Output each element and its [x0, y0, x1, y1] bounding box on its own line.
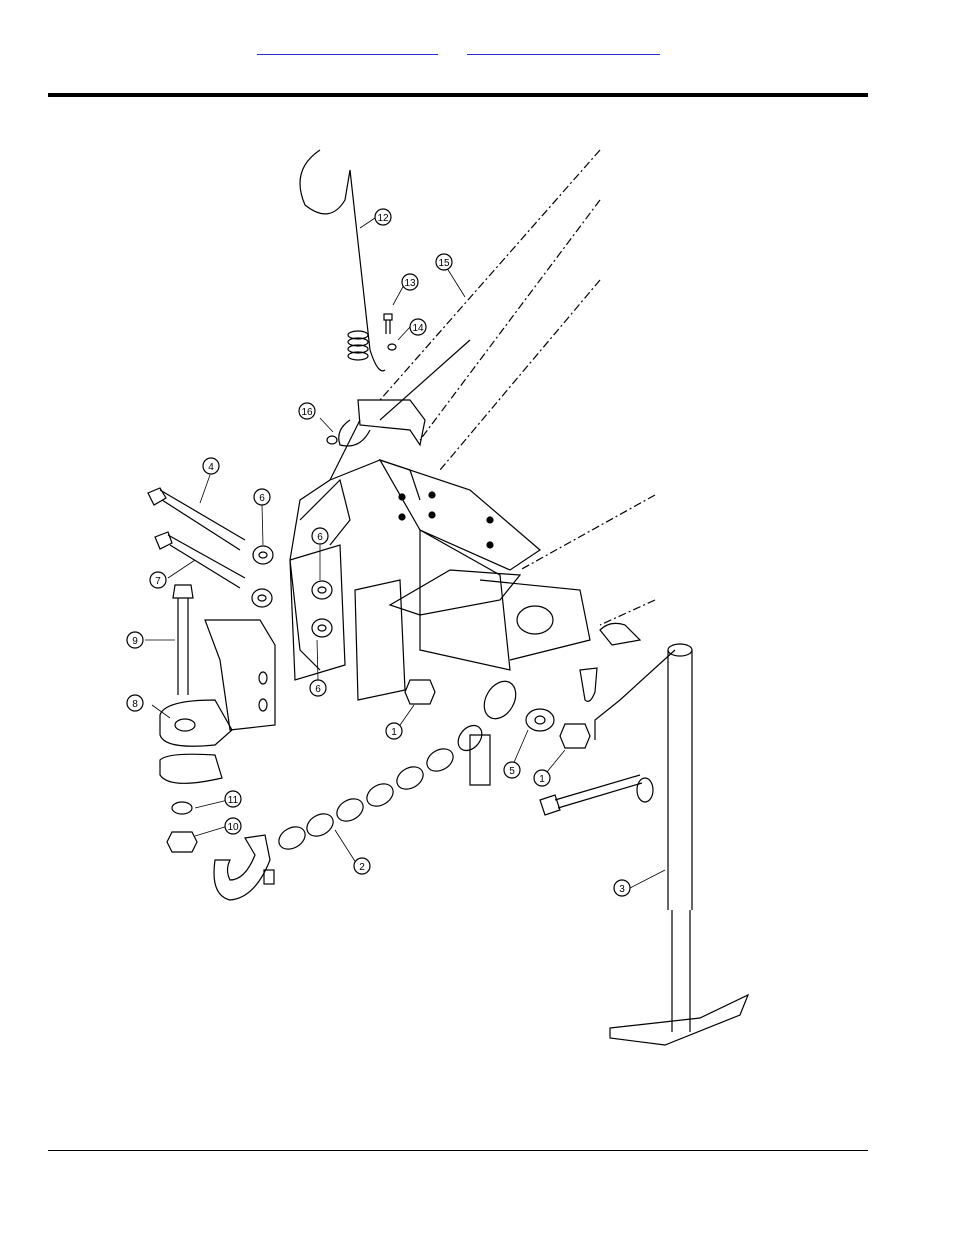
footer-rule — [48, 1150, 868, 1151]
nut-16 — [327, 436, 337, 444]
bolt-9 — [173, 585, 193, 695]
svg-text:10: 10 — [227, 822, 239, 833]
jack-mount-tube — [600, 623, 640, 645]
callout-1b: 1 — [534, 770, 550, 786]
callout-12: 12 — [375, 209, 391, 225]
callout-7: 7 — [150, 572, 166, 588]
callout-11: 11 — [225, 791, 241, 807]
callout-4: 4 — [203, 458, 219, 474]
nut-1-left — [405, 680, 435, 704]
svg-text:15: 15 — [438, 258, 450, 269]
callout-leaders — [145, 218, 665, 888]
svg-text:7: 7 — [155, 576, 161, 587]
callout-14: 14 — [410, 319, 426, 335]
callout-5: 5 — [504, 762, 520, 778]
hitch-plates — [290, 460, 590, 700]
header-rule — [48, 93, 868, 97]
svg-text:14: 14 — [412, 323, 424, 334]
svg-text:6: 6 — [315, 684, 321, 695]
clip-bracket — [339, 400, 425, 446]
nut-10 — [167, 832, 197, 852]
spring — [348, 331, 368, 360]
jack-crank — [595, 650, 675, 740]
svg-text:12: 12 — [377, 213, 389, 224]
svg-text:8: 8 — [132, 699, 138, 710]
callout-16: 16 — [299, 403, 315, 419]
callout-6c: 6 — [310, 680, 326, 696]
jack-pin — [540, 775, 653, 815]
callout-10: 10 — [225, 818, 241, 834]
bolt-13 — [384, 314, 396, 350]
callout-15: 15 — [436, 254, 452, 270]
callout-13: 13 — [402, 274, 418, 290]
hitch-pin-clip — [300, 150, 385, 371]
svg-text:5: 5 — [509, 766, 515, 777]
svg-text:13: 13 — [404, 278, 416, 289]
svg-text:6: 6 — [259, 493, 265, 504]
svg-text:4: 4 — [208, 462, 214, 473]
callout-2: 2 — [354, 858, 370, 874]
clevis — [160, 620, 275, 783]
svg-text:1: 1 — [391, 727, 397, 738]
nav-link-2[interactable] — [467, 34, 660, 55]
nut-1-right — [560, 724, 590, 748]
callout-8: 8 — [127, 695, 143, 711]
svg-text:9: 9 — [132, 636, 138, 647]
svg-text:1: 1 — [539, 774, 545, 785]
svg-text:3: 3 — [619, 884, 625, 895]
parts-diagram: 12 13 14 15 16 4 6 6 7 9 8 6 1 5 1 11 10… — [118, 140, 758, 1080]
svg-text:2: 2 — [359, 862, 365, 873]
svg-text:16: 16 — [301, 407, 313, 418]
callout-6b: 6 — [312, 528, 328, 544]
tongue-frame — [290, 150, 655, 670]
callout-6a: 6 — [254, 489, 270, 505]
svg-text:6: 6 — [317, 532, 323, 543]
callout-1a: 1 — [386, 723, 402, 739]
jack-handle-knob — [580, 668, 597, 701]
washer-5 — [526, 709, 554, 731]
svg-text:11: 11 — [228, 795, 239, 806]
washer-11 — [172, 802, 192, 814]
callout-3: 3 — [614, 880, 630, 896]
callout-9: 9 — [127, 632, 143, 648]
nav-link-1[interactable] — [257, 34, 438, 55]
jack-stand — [610, 644, 748, 1045]
